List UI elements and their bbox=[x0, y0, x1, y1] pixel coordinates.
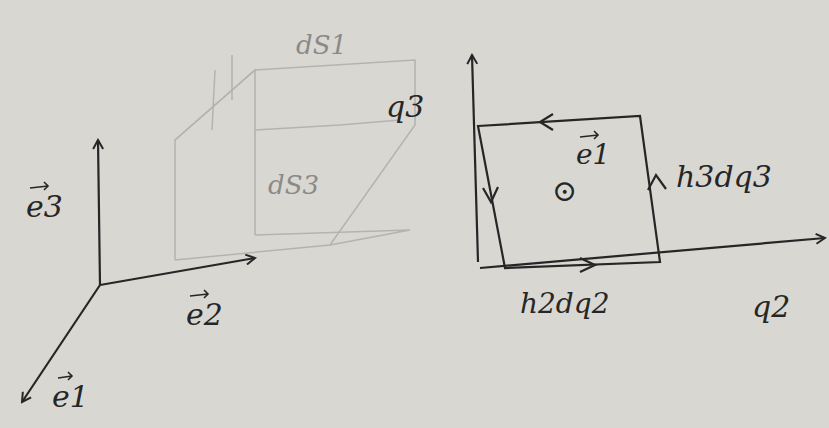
basis-label: e1 bbox=[576, 141, 610, 169]
plane-axes bbox=[472, 55, 825, 268]
vector-marks bbox=[30, 131, 598, 380]
length-label: h2dq2 bbox=[520, 290, 610, 318]
normal-symbol: ⊙ bbox=[552, 176, 577, 206]
surface-label: dS1 bbox=[296, 32, 347, 58]
length-label: h3dq3 bbox=[676, 162, 772, 192]
circulation-loop bbox=[478, 114, 666, 272]
basis-label: e3 bbox=[26, 192, 63, 222]
surface-label: dS3 bbox=[268, 172, 319, 198]
axis-label: q3 bbox=[386, 92, 424, 122]
basis-label: e2 bbox=[186, 300, 223, 330]
basis-label: e1 bbox=[52, 382, 89, 412]
volume-element bbox=[175, 55, 415, 260]
axis-label: q2 bbox=[752, 292, 790, 322]
basis-axes bbox=[22, 140, 255, 402]
